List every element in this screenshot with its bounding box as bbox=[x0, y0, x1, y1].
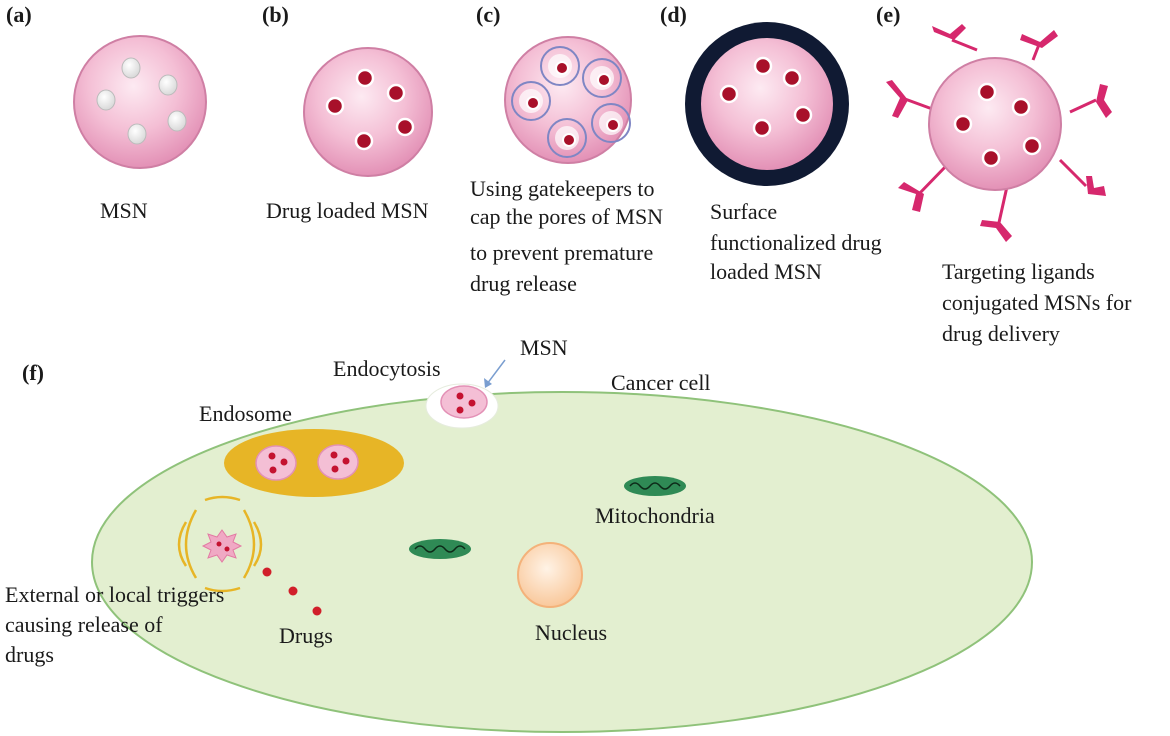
endocytosis-vesicle bbox=[425, 383, 499, 429]
svg-text:drugs: drugs bbox=[5, 642, 54, 667]
caption-d: Surface functionalized drug loaded MSN bbox=[710, 199, 882, 284]
endosome-label: Endosome bbox=[199, 401, 292, 426]
msn-particle-e bbox=[886, 24, 1112, 242]
pore-group-a bbox=[96, 57, 187, 145]
caption-b: Drug loaded MSN bbox=[266, 198, 429, 223]
mitochondria-2 bbox=[409, 539, 471, 559]
trigger-release bbox=[177, 495, 263, 593]
msn-particle-b bbox=[303, 47, 433, 177]
nucleus bbox=[517, 542, 583, 608]
svg-text:cap the pores of MSN: cap the pores of MSN bbox=[470, 204, 663, 229]
endosome-msn-1 bbox=[255, 445, 297, 481]
svg-text:Using gatekeepers to: Using gatekeepers to bbox=[470, 176, 655, 201]
svg-text:functionalized drug: functionalized drug bbox=[710, 230, 882, 255]
msn-particle-c bbox=[504, 36, 632, 164]
panel-f-label: (f) bbox=[22, 360, 44, 385]
msn-particle-a bbox=[73, 35, 207, 169]
mitochondria-label: Mitochondria bbox=[595, 503, 715, 528]
msn-label: MSN bbox=[520, 335, 568, 360]
panel-c-label: (c) bbox=[476, 2, 500, 27]
svg-text:Surface: Surface bbox=[710, 199, 777, 224]
trigger-label: External or local triggers causing relea… bbox=[5, 582, 224, 667]
svg-text:External or local triggers: External or local triggers bbox=[5, 582, 224, 607]
endosome bbox=[224, 429, 404, 497]
panel-a-label: (a) bbox=[6, 2, 32, 27]
released-drugs bbox=[262, 567, 322, 616]
endocytosis-label: Endocytosis bbox=[333, 356, 441, 381]
caption-c: Using gatekeepers to cap the pores of MS… bbox=[470, 176, 663, 296]
svg-text:Targeting ligands: Targeting ligands bbox=[942, 259, 1095, 284]
svg-text:loaded MSN: loaded MSN bbox=[710, 259, 822, 284]
caption-a: MSN bbox=[100, 198, 148, 223]
svg-text:drug release: drug release bbox=[470, 271, 577, 296]
endosome-msn-2 bbox=[317, 444, 359, 480]
msn-pointer-arrow bbox=[486, 359, 506, 385]
msn-particle-d bbox=[685, 22, 849, 186]
svg-text:drug delivery: drug delivery bbox=[942, 321, 1060, 346]
ligand-heads bbox=[886, 24, 1112, 242]
caption-e: Targeting ligands conjugated MSNs for dr… bbox=[942, 259, 1132, 346]
panel-e-label: (e) bbox=[876, 2, 900, 27]
panel-b-label: (b) bbox=[262, 2, 289, 27]
drugs-label: Drugs bbox=[279, 623, 333, 648]
nucleus-label: Nucleus bbox=[535, 620, 607, 645]
arrow-head bbox=[484, 378, 492, 388]
ligand-stems bbox=[904, 38, 1097, 228]
svg-text:to prevent premature: to prevent premature bbox=[470, 240, 653, 265]
svg-text:conjugated MSNs for: conjugated MSNs for bbox=[942, 290, 1132, 315]
cancer-cell-label: Cancer cell bbox=[611, 370, 711, 395]
panel-d-label: (d) bbox=[660, 2, 687, 27]
svg-text:causing release of: causing release of bbox=[5, 612, 163, 637]
mitochondria-1 bbox=[624, 476, 686, 496]
